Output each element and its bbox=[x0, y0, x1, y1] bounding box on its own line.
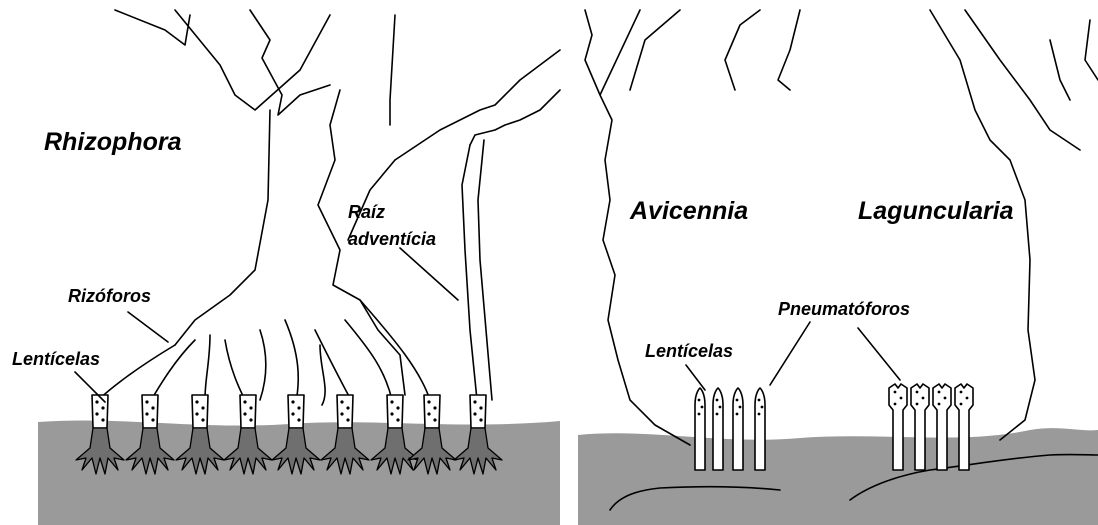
laguncularia-trunk-outline bbox=[930, 10, 1098, 440]
lenticel-dot bbox=[736, 399, 739, 402]
leader-adventitious-root bbox=[400, 248, 458, 300]
lenticel-dot bbox=[427, 400, 430, 403]
root-stub bbox=[470, 395, 486, 428]
root-stub bbox=[142, 395, 158, 428]
lenticel-dot bbox=[938, 391, 941, 394]
lenticel-dot bbox=[473, 412, 476, 415]
lenticel-dot bbox=[433, 406, 436, 409]
lenticel-dot bbox=[701, 406, 704, 409]
leader-rhizophores bbox=[128, 312, 168, 342]
lenticel-dot bbox=[716, 413, 719, 416]
lenticel-dot bbox=[243, 412, 246, 415]
avicennia-pneumatophore bbox=[733, 388, 743, 470]
rhizophores-label: Rizóforos bbox=[68, 286, 151, 306]
lenticel-dot bbox=[291, 412, 294, 415]
root-stub bbox=[288, 395, 304, 428]
lenticel-dot bbox=[201, 406, 204, 409]
lenticel-dot bbox=[243, 400, 246, 403]
avicennia-trunk-outline bbox=[585, 10, 800, 445]
root-stub bbox=[424, 395, 440, 428]
lenticel-dot bbox=[938, 403, 941, 406]
lenticel-dot bbox=[739, 406, 742, 409]
lenticel-dot bbox=[966, 397, 969, 400]
lenticel-dot bbox=[761, 406, 764, 409]
lenticel-dot bbox=[960, 403, 963, 406]
lenticel-dot bbox=[396, 418, 399, 421]
lenticel-dot bbox=[291, 400, 294, 403]
lenticel-dot bbox=[340, 412, 343, 415]
panel-divider bbox=[562, 0, 576, 525]
rhizophora-trunk-outline bbox=[115, 10, 560, 160]
lenticel-dot bbox=[944, 397, 947, 400]
leader-pneumatophores-2 bbox=[858, 328, 900, 380]
root-stub bbox=[92, 395, 108, 428]
lenticel-dot bbox=[390, 400, 393, 403]
lenticel-dot bbox=[479, 418, 482, 421]
lenticels-label-left: Lentícelas bbox=[12, 349, 100, 369]
lenticel-dot bbox=[101, 406, 104, 409]
root-stub bbox=[337, 395, 353, 428]
laguncularia-label: Laguncularia bbox=[858, 197, 1014, 225]
adventitious-root-label-line1: Raíz bbox=[348, 202, 385, 222]
right-panel: Avicennia Laguncularia Pneumatóforos Len… bbox=[578, 10, 1098, 525]
lenticel-dot bbox=[195, 400, 198, 403]
left-panel: Rhizophora Raíz adventícia Rizóforos Len… bbox=[12, 10, 560, 525]
lenticel-dot bbox=[346, 418, 349, 421]
lenticel-dot bbox=[145, 400, 148, 403]
lenticel-dot bbox=[151, 406, 154, 409]
lenticel-dot bbox=[960, 391, 963, 394]
lenticel-dot bbox=[297, 406, 300, 409]
lenticel-dot bbox=[396, 406, 399, 409]
avicennia-pneumatophore bbox=[755, 388, 765, 470]
lenticel-dot bbox=[249, 406, 252, 409]
lenticel-dot bbox=[736, 413, 739, 416]
lenticel-dot bbox=[894, 403, 897, 406]
lenticel-dot bbox=[340, 400, 343, 403]
root-stub bbox=[387, 395, 403, 428]
lenticel-dot bbox=[297, 418, 300, 421]
lenticel-dot bbox=[758, 413, 761, 416]
lenticel-dot bbox=[716, 399, 719, 402]
lenticel-dot bbox=[201, 418, 204, 421]
lenticel-dot bbox=[698, 413, 701, 416]
lenticel-dot bbox=[473, 400, 476, 403]
lenticel-dot bbox=[101, 418, 104, 421]
lenticels-label-right: Lentícelas bbox=[645, 341, 733, 361]
root-stub bbox=[192, 395, 208, 428]
adventitious-root-label-line2: adventícia bbox=[348, 229, 436, 249]
avicennia-pneumatophore bbox=[695, 388, 705, 470]
soil-right bbox=[578, 428, 1098, 525]
lenticel-dot bbox=[145, 412, 148, 415]
lenticel-dot bbox=[479, 406, 482, 409]
lenticel-dot bbox=[95, 400, 98, 403]
lenticel-dot bbox=[900, 397, 903, 400]
lenticel-dot bbox=[195, 412, 198, 415]
lenticel-dot bbox=[151, 418, 154, 421]
lenticel-dot bbox=[249, 418, 252, 421]
root-stub bbox=[240, 395, 256, 428]
lenticel-dot bbox=[433, 418, 436, 421]
lenticel-dot bbox=[916, 403, 919, 406]
lenticel-dot bbox=[922, 397, 925, 400]
rhizophore-arches bbox=[98, 300, 430, 405]
leader-pneumatophores-1 bbox=[770, 322, 810, 385]
leader-lenticels-right bbox=[686, 365, 705, 390]
lenticel-dot bbox=[95, 412, 98, 415]
lenticel-dot bbox=[346, 406, 349, 409]
rhizophora-label: Rhizophora bbox=[44, 128, 182, 156]
lenticel-dot bbox=[698, 399, 701, 402]
lenticel-dot bbox=[916, 391, 919, 394]
lenticel-dot bbox=[719, 406, 722, 409]
lenticel-dot bbox=[894, 391, 897, 394]
avicennia-label: Avicennia bbox=[629, 197, 748, 225]
adventitious-root bbox=[462, 140, 492, 400]
lenticel-dot bbox=[758, 399, 761, 402]
lenticel-dot bbox=[427, 412, 430, 415]
leader-lenticels-left bbox=[75, 372, 105, 402]
avicennia-pneumatophore bbox=[713, 388, 723, 470]
lenticel-dot bbox=[390, 412, 393, 415]
pneumatophores-label: Pneumatóforos bbox=[778, 299, 910, 319]
